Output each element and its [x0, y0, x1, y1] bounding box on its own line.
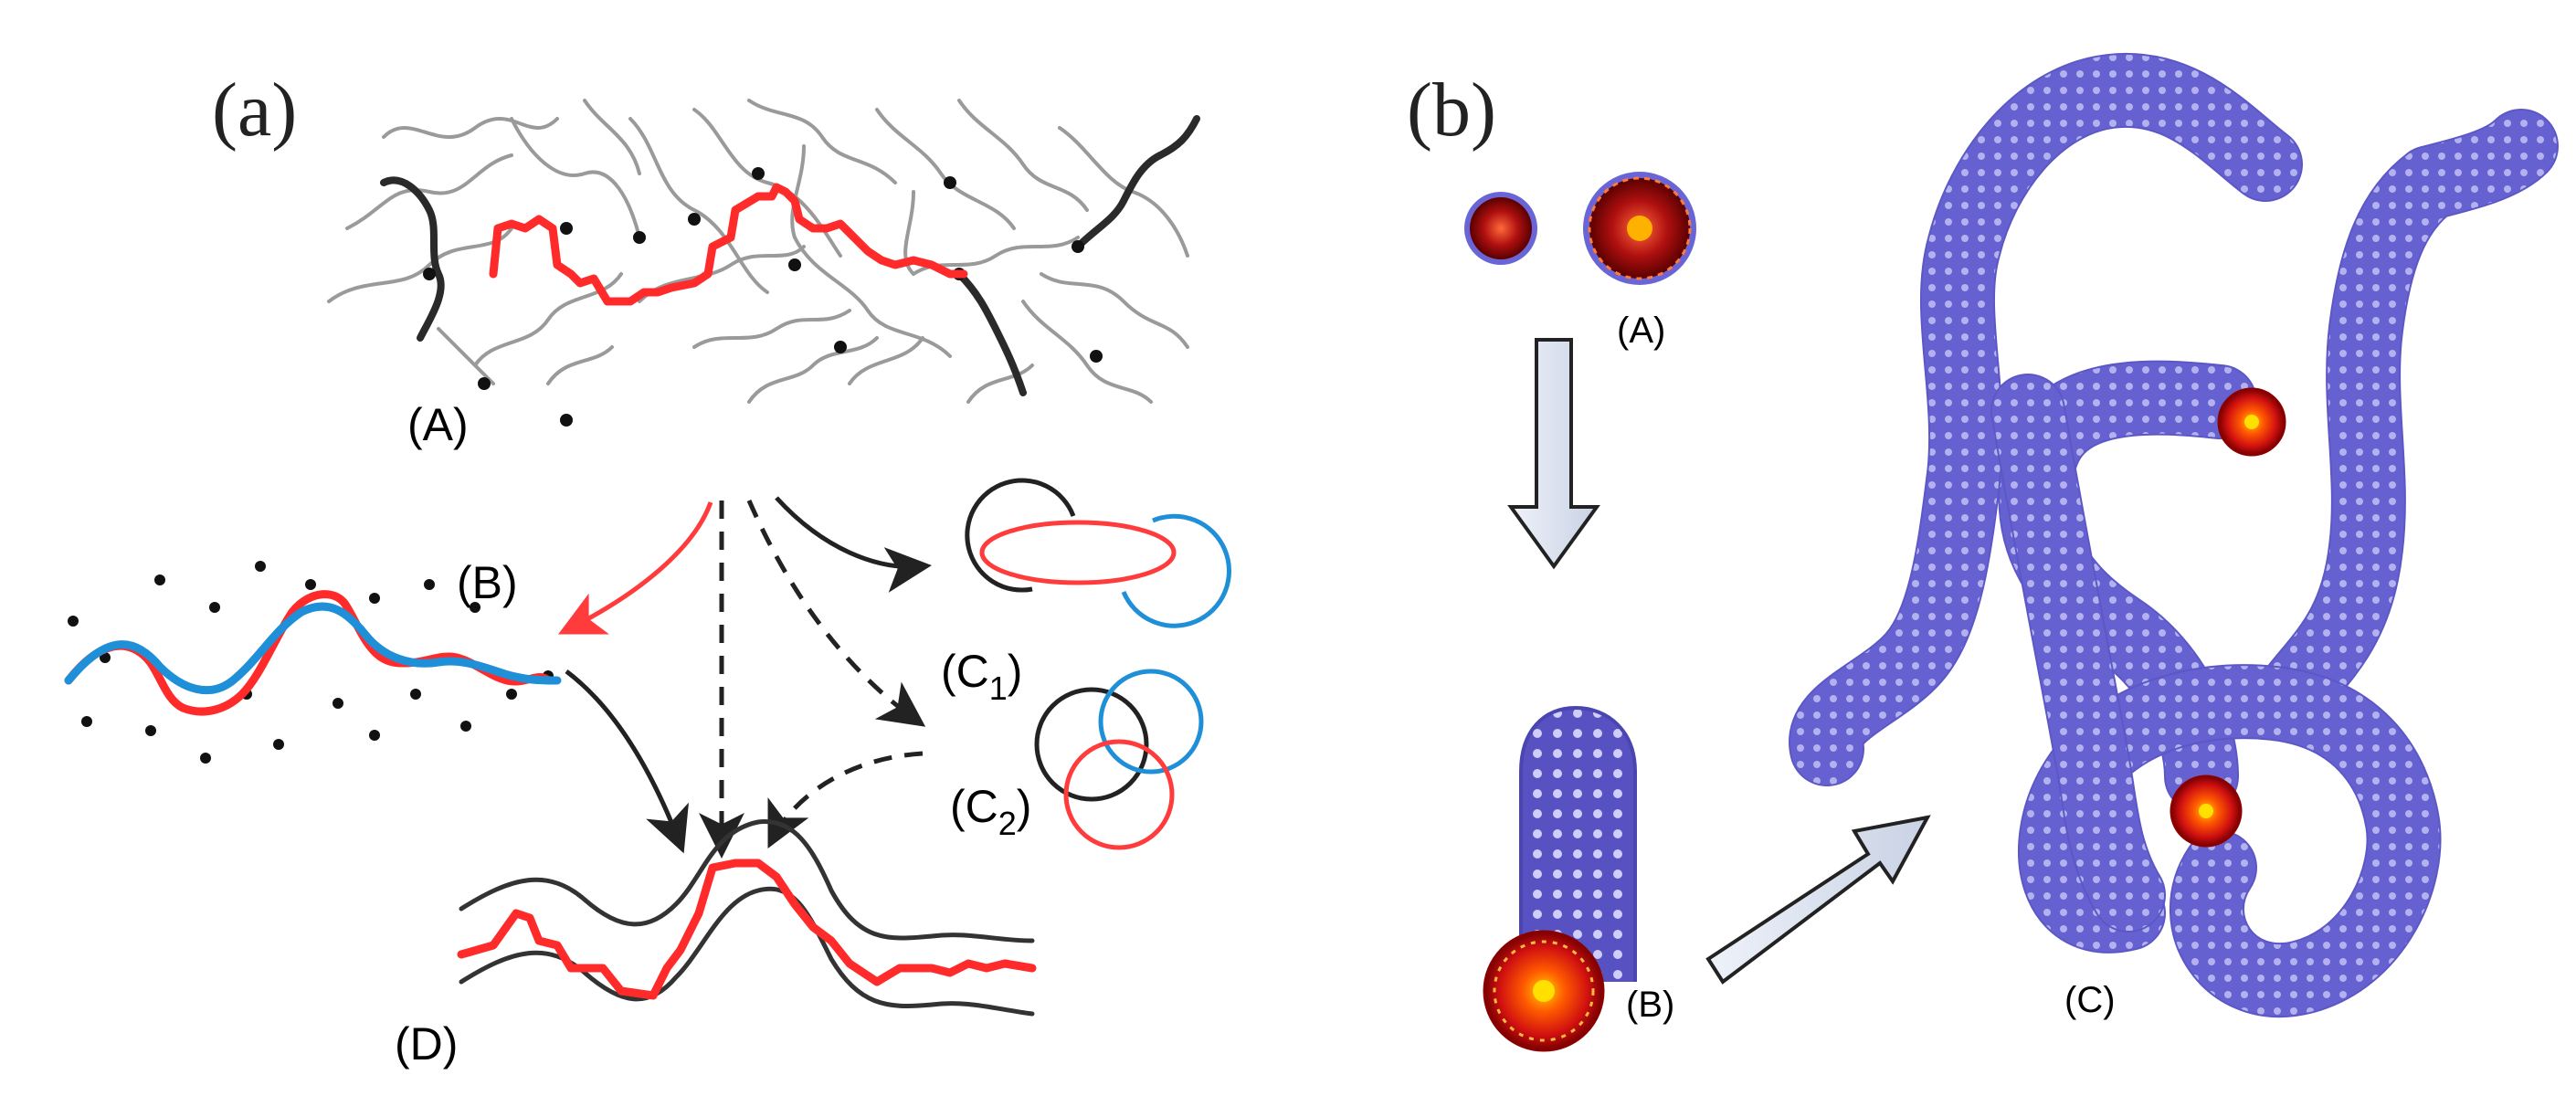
panel-b: (b) (A) (B) [1407, 52, 2559, 1052]
entangled-worm-micelles-C: (C) [1789, 52, 2559, 1020]
spherical-micelles-A: (A) [1464, 172, 1696, 351]
linked-rings-C2: (C2) [950, 669, 1204, 850]
tube-model-D: (D) [395, 819, 1037, 1070]
label-b-C: (C) [2064, 980, 2116, 1020]
panel-b-label: (b) [1407, 68, 1496, 153]
label-a-C1: (C1) [941, 646, 1022, 707]
label-a-C2: (C2) [950, 781, 1031, 842]
cylindrical-micelle-B: (B) [1483, 705, 1674, 1052]
primitive-path-diagram: (B) [64, 557, 562, 764]
panel-a-label: (a) [212, 68, 297, 153]
hollow-arrow-diagonal [1705, 815, 1931, 985]
label-b-A: (A) [1617, 311, 1665, 351]
panel-a-arrows [558, 496, 932, 859]
label-a-A: (A) [407, 399, 469, 450]
label-b-B: (B) [1626, 985, 1674, 1025]
panel-a: (a) [64, 68, 1231, 1070]
label-a-B: (B) [457, 557, 518, 608]
label-a-D: (D) [395, 1018, 458, 1070]
linked-rings-C1: (C1) [941, 478, 1231, 707]
hollow-arrow-down [1507, 338, 1600, 570]
polymer-network: (A) [327, 99, 1200, 450]
